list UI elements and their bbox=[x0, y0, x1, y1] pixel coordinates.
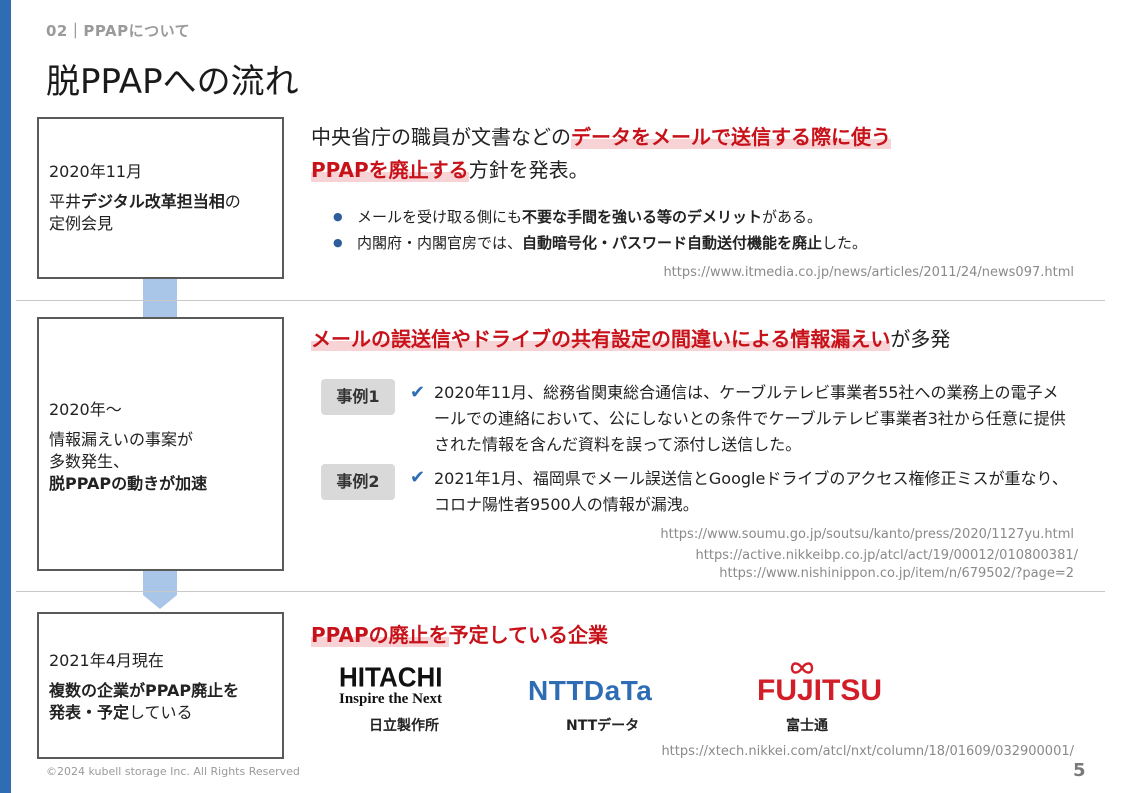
fujitsu-infinity-icon bbox=[790, 662, 814, 674]
timeline-connector bbox=[143, 301, 177, 317]
logo-caption-hitachi: 日立製作所 bbox=[369, 718, 439, 734]
page-number: 5 bbox=[1073, 760, 1086, 781]
section-divider bbox=[16, 591, 1105, 592]
fujitsu-logo: FUJITSU bbox=[757, 660, 882, 710]
headline-1-line1: 中央省庁の職員が文書などのデータをメールで送信する際に使う bbox=[311, 125, 891, 149]
checkmark-icon: ✔ bbox=[410, 382, 426, 403]
headline-2: メールの誤送信やドライブの共有設定の間違いによる情報漏えいが多発 bbox=[311, 327, 951, 351]
copyright: ©2024 kubell storage Inc. All Rights Res… bbox=[46, 765, 300, 778]
headline-1-line2: PPAPを廃止する方針を発表。 bbox=[311, 158, 589, 182]
left-accent-bar bbox=[0, 0, 11, 793]
timeline-box-2020: 2020年～ 情報漏えいの事案が 多数発生、 脱PPAPの動きが加速 bbox=[37, 317, 284, 571]
source-url[interactable]: https://active.nikkeibp.co.jp/atcl/act/1… bbox=[695, 548, 1078, 563]
timeline-connector bbox=[143, 279, 177, 301]
bullet-list: メールを受け取る側にも不要な手間を強いる等のデメリットがある。 内閣府・内閣官房… bbox=[333, 204, 867, 256]
list-item: 内閣府・内閣官房では、自動暗号化・パスワード自動送付機能を廃止した。 bbox=[333, 230, 867, 256]
case-tag-2: 事例2 bbox=[321, 464, 395, 500]
timeline-date: 2020年11月 bbox=[49, 162, 143, 181]
source-url[interactable]: https://www.nishinippon.co.jp/item/n/679… bbox=[719, 566, 1074, 581]
timeline-description: 平井デジタル改革担当相の 定例会見 bbox=[49, 192, 241, 233]
hitachi-logo: HITACHI Inspire the Next bbox=[339, 661, 443, 707]
section-label: 02｜PPAPについて bbox=[46, 22, 191, 40]
case-2-text: 2021年1月、福岡県でメール誤送信とGoogleドライブのアクセス権修正ミスが… bbox=[434, 469, 1068, 514]
nttdata-logo: NTTDaTa bbox=[528, 675, 653, 706]
headline-3: PPAPの廃止を予定している企業 bbox=[311, 623, 609, 647]
source-url[interactable]: https://www.soumu.go.jp/soutsu/kanto/pre… bbox=[660, 527, 1074, 542]
source-url[interactable]: https://www.itmedia.co.jp/news/articles/… bbox=[663, 265, 1074, 280]
timeline-box-2020-11: 2020年11月 平井デジタル改革担当相の 定例会見 bbox=[37, 117, 284, 279]
section-divider bbox=[16, 300, 1105, 301]
case-tag-1: 事例1 bbox=[321, 379, 395, 415]
case-1-text: 2020年11月、総務省関東総合通信は、ケーブルテレビ事業者55社への業務上の電… bbox=[434, 383, 1066, 454]
timeline-date: 2021年4月現在 bbox=[49, 651, 164, 670]
page-title: 脱PPAPへの流れ bbox=[46, 62, 299, 102]
list-item: メールを受け取る側にも不要な手間を強いる等のデメリットがある。 bbox=[333, 204, 867, 230]
logo-caption-nttdata: NTTデータ bbox=[566, 718, 640, 734]
timeline-arrow-icon bbox=[143, 595, 177, 609]
checkmark-icon: ✔ bbox=[410, 467, 426, 488]
timeline-description: 複数の企業がPPAP廃止を 発表・予定している bbox=[49, 681, 240, 722]
timeline-date: 2020年～ bbox=[49, 400, 122, 419]
source-url[interactable]: https://xtech.nikkei.com/atcl/nxt/column… bbox=[661, 744, 1074, 759]
timeline-description: 情報漏えいの事案が 多数発生、 脱PPAPの動きが加速 bbox=[49, 430, 208, 493]
timeline-box-2021-04: 2021年4月現在 複数の企業がPPAP廃止を 発表・予定している bbox=[37, 612, 284, 759]
logo-caption-fujitsu: 富士通 bbox=[786, 718, 828, 734]
